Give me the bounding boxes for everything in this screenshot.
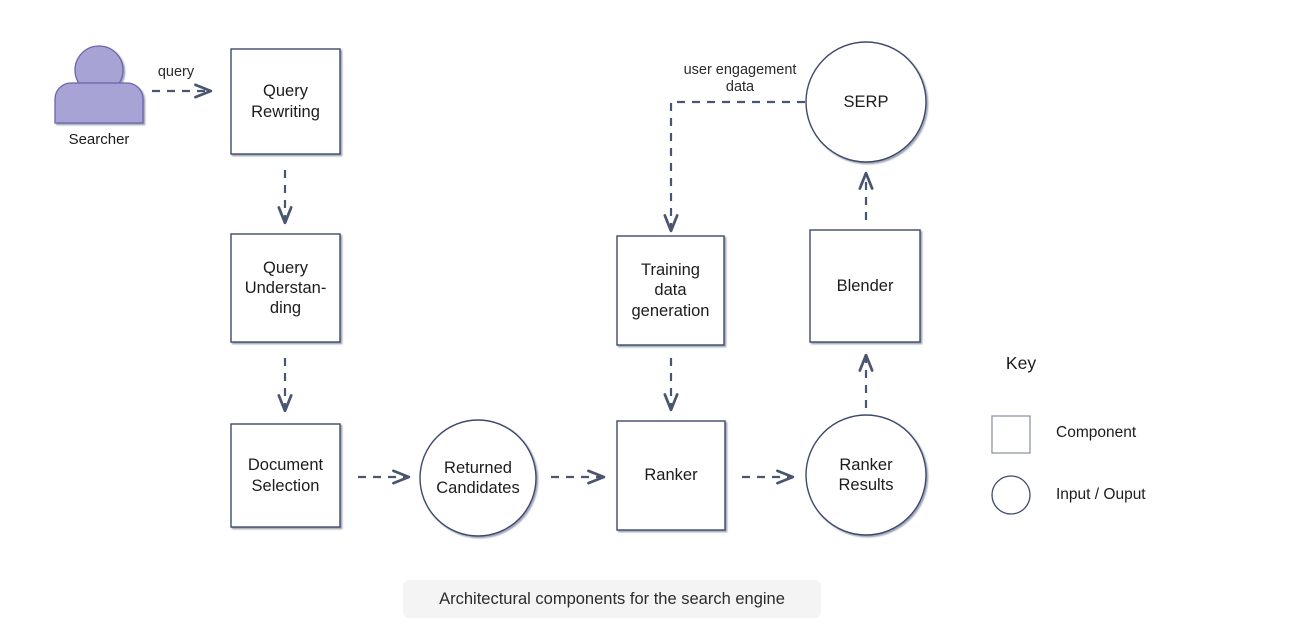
node-label-serp: SERP bbox=[843, 92, 889, 111]
actor-label-searcher: Searcher bbox=[68, 131, 130, 148]
key-label-input-output: Input / Ouput bbox=[1056, 486, 1146, 503]
node-returned-candidates bbox=[419, 419, 537, 537]
node-ranker bbox=[616, 420, 726, 531]
key-title: Key bbox=[1005, 353, 1037, 373]
edge-label-query: query bbox=[157, 64, 195, 80]
edge-serp-to-training-data-generation bbox=[671, 100, 805, 230]
node-label-ranker-results: Ranker Results bbox=[838, 455, 894, 494]
node-label-document-selection: Document Selection bbox=[247, 456, 324, 495]
node-training-data-generation bbox=[616, 235, 725, 346]
node-label-returned-candidates: Returned Candidates bbox=[436, 458, 520, 497]
node-document-selection bbox=[230, 423, 341, 528]
node-serp bbox=[805, 41, 927, 163]
node-ranker-results bbox=[805, 414, 927, 536]
diagram-caption: Architectural components for the search … bbox=[403, 580, 821, 618]
node-label-blender: Blender bbox=[836, 276, 894, 295]
node-label-ranker: Ranker bbox=[644, 466, 698, 485]
node-label-training-data-generation: Training data generation bbox=[631, 261, 710, 320]
node-query-rewriting bbox=[230, 48, 341, 155]
node-query-understanding bbox=[230, 233, 341, 343]
node-blender bbox=[809, 229, 921, 343]
node-label-query-understanding: Query Understan- ding bbox=[244, 258, 327, 318]
key-component-swatch bbox=[991, 415, 1031, 454]
key-io-swatch bbox=[991, 475, 1031, 515]
key-label-component: Component bbox=[1056, 424, 1137, 441]
edge-label-user-engagement-data: user engagement data bbox=[683, 62, 797, 96]
person-icon bbox=[54, 45, 144, 124]
node-label-query-rewriting: Query Rewriting bbox=[251, 82, 320, 121]
